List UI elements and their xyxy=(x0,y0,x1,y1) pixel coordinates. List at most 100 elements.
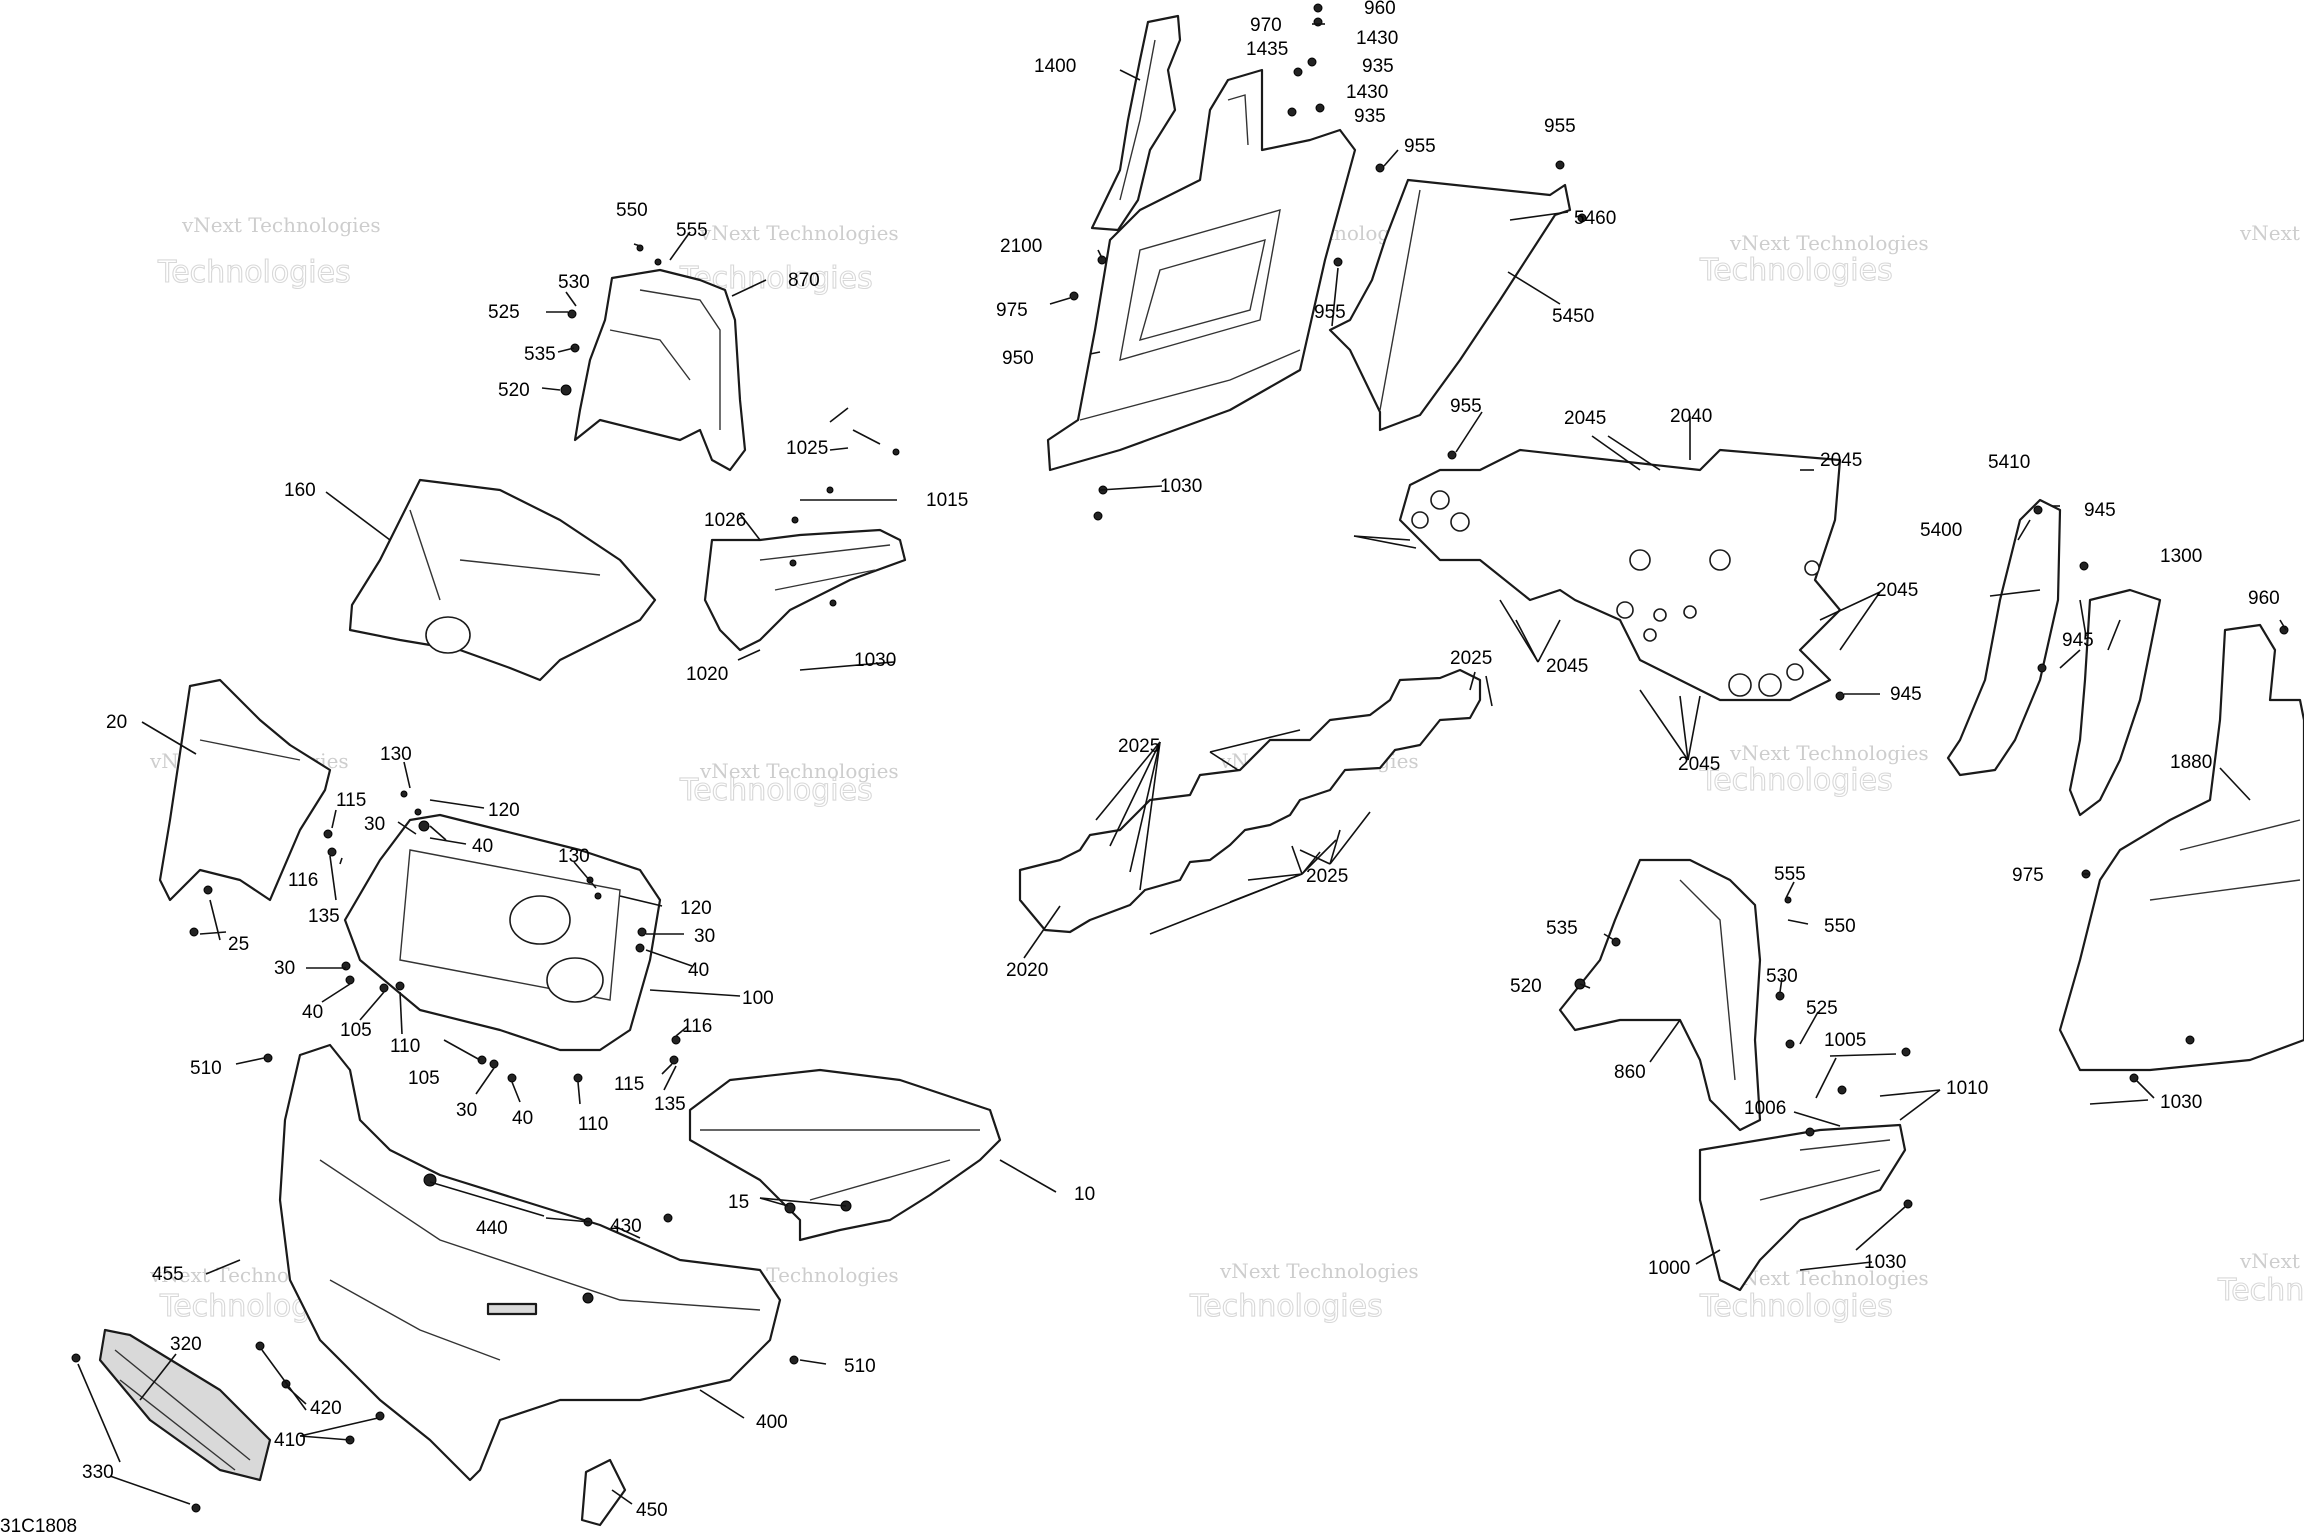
callout-label: 1030 xyxy=(1864,1252,1906,1273)
callout-label: 870 xyxy=(788,270,820,291)
callout-label: 960 xyxy=(2248,588,2280,609)
callout-label: 135 xyxy=(308,906,340,927)
callout-label: 100 xyxy=(742,988,774,1009)
callout-label: 105 xyxy=(408,1068,440,1089)
callout-label: 520 xyxy=(498,380,530,401)
callout-label: 2045 xyxy=(1678,754,1720,775)
part-1020-footwell xyxy=(703,528,907,652)
watermark-text: vNext Technologies xyxy=(1729,1266,1929,1290)
part-1400-trim xyxy=(1090,14,1182,232)
callout-label: 5460 xyxy=(1574,208,1616,229)
callout-label: 10 xyxy=(1074,1184,1095,1205)
callout-label: 2020 xyxy=(1006,960,1048,981)
callout-label: 960 xyxy=(1364,0,1396,19)
watermark-text: vNext Technologies xyxy=(1729,231,1929,255)
part-160-hood xyxy=(348,478,657,682)
callout-label: 25 xyxy=(228,934,249,955)
callout-label: 935 xyxy=(1362,56,1394,77)
part-1000-footwell xyxy=(1698,1123,1907,1292)
callout-label: 1300 xyxy=(2160,546,2202,567)
callout-label: 30 xyxy=(456,1100,477,1121)
watermark-text: vNext Technologies xyxy=(2239,1249,2304,1273)
callout-label: 945 xyxy=(2084,500,2116,521)
watermark-text: Technologies xyxy=(1699,763,1893,798)
callout-label: 30 xyxy=(694,926,715,947)
callout-label: 410 xyxy=(274,1430,306,1451)
watermark-text: vNext Technologies xyxy=(1729,741,1929,765)
callout-label: 30 xyxy=(274,958,295,979)
callout-label: 1430 xyxy=(1356,28,1398,49)
watermark-text: Technologies xyxy=(2217,1273,2304,1308)
callout-label: 1000 xyxy=(1648,1258,1690,1279)
callout-label: 975 xyxy=(996,300,1028,321)
callout-label: 450 xyxy=(636,1500,668,1521)
callout-label: 530 xyxy=(558,272,590,293)
part-320-grille xyxy=(98,1328,272,1482)
callout-label: 130 xyxy=(380,744,412,765)
part-10-fender xyxy=(688,1068,1002,1242)
callout-label: 1400 xyxy=(1034,56,1076,77)
callout-label: 320 xyxy=(170,1334,202,1355)
watermark-text: Technologies xyxy=(1189,1289,1383,1324)
part-450-reflector xyxy=(580,1458,627,1527)
callout-label: 510 xyxy=(844,1356,876,1377)
callout-label: 2040 xyxy=(1670,406,1712,427)
callout-label: 40 xyxy=(302,1002,323,1023)
callout-label: 400 xyxy=(756,1412,788,1433)
callout-label: 550 xyxy=(616,200,648,221)
callout-label: 525 xyxy=(488,302,520,323)
callout-label: 945 xyxy=(2062,630,2094,651)
watermark-text: Technologies xyxy=(1699,253,1893,288)
callout-label: 1435 xyxy=(1246,39,1288,60)
callout-label: 5450 xyxy=(1552,306,1594,327)
callout-label: 1430 xyxy=(1346,82,1388,103)
callout-label: 105 xyxy=(340,1020,372,1041)
part-2020-floor xyxy=(1018,668,1482,934)
callout-label: 860 xyxy=(1614,1062,1646,1083)
watermark-text: vNext Technologies xyxy=(699,759,899,783)
callout-label: 2025 xyxy=(1118,736,1160,757)
callout-label: 535 xyxy=(524,344,556,365)
callout-label: 2045 xyxy=(1546,656,1588,677)
watermark-text: vNext Technologies xyxy=(699,221,899,245)
watermark-text: Technologies xyxy=(1699,1289,1893,1324)
callout-label: 1015 xyxy=(926,490,968,511)
callout-label: 555 xyxy=(1774,864,1806,885)
callout-label: 945 xyxy=(1890,684,1922,705)
callout-label: 40 xyxy=(472,836,493,857)
callout-label: 535 xyxy=(1546,918,1578,939)
callout-label: 30 xyxy=(364,814,385,835)
callout-label: 115 xyxy=(614,1074,644,1095)
part-400-bumper xyxy=(278,1043,782,1482)
callout-label: 2045 xyxy=(1564,408,1606,429)
callout-label: 135 xyxy=(654,1094,686,1115)
callout-label: 1025 xyxy=(786,438,828,459)
callout-label: 110 xyxy=(578,1114,608,1135)
callout-label: 955 xyxy=(1404,136,1436,157)
callout-label: 160 xyxy=(284,480,316,501)
callout-label: 5410 xyxy=(1988,452,2030,473)
callout-label: 115 xyxy=(336,790,366,811)
callout-label: 40 xyxy=(688,960,709,981)
callout-label: 1030 xyxy=(854,650,896,671)
part-950-panel xyxy=(1046,68,1357,472)
callout-label: 2045 xyxy=(1876,580,1918,601)
watermark-text: vNext Technologies xyxy=(2239,221,2304,245)
callout-label: 955 xyxy=(1314,302,1346,323)
callout-label: 530 xyxy=(1766,966,1798,987)
callout-label: 550 xyxy=(1824,916,1856,937)
callout-label: 955 xyxy=(1544,116,1576,137)
callout-label: 40 xyxy=(512,1108,533,1129)
callout-label: 5400 xyxy=(1920,520,1962,541)
callout-label: 1006 xyxy=(1744,1098,1786,1119)
callout-label: 130 xyxy=(558,846,590,867)
callout-label: 520 xyxy=(1510,976,1542,997)
callout-label: 935 xyxy=(1354,106,1386,127)
callout-label: 455 xyxy=(152,1264,184,1285)
part-870-panel xyxy=(573,268,747,472)
callout-labels: 960 970 1430 1435 935 1430 935 1400 955 … xyxy=(82,0,2280,1521)
callout-label: 330 xyxy=(82,1462,114,1483)
callout-label: 975 xyxy=(2012,865,2044,886)
callout-label: 955 xyxy=(1450,396,1482,417)
